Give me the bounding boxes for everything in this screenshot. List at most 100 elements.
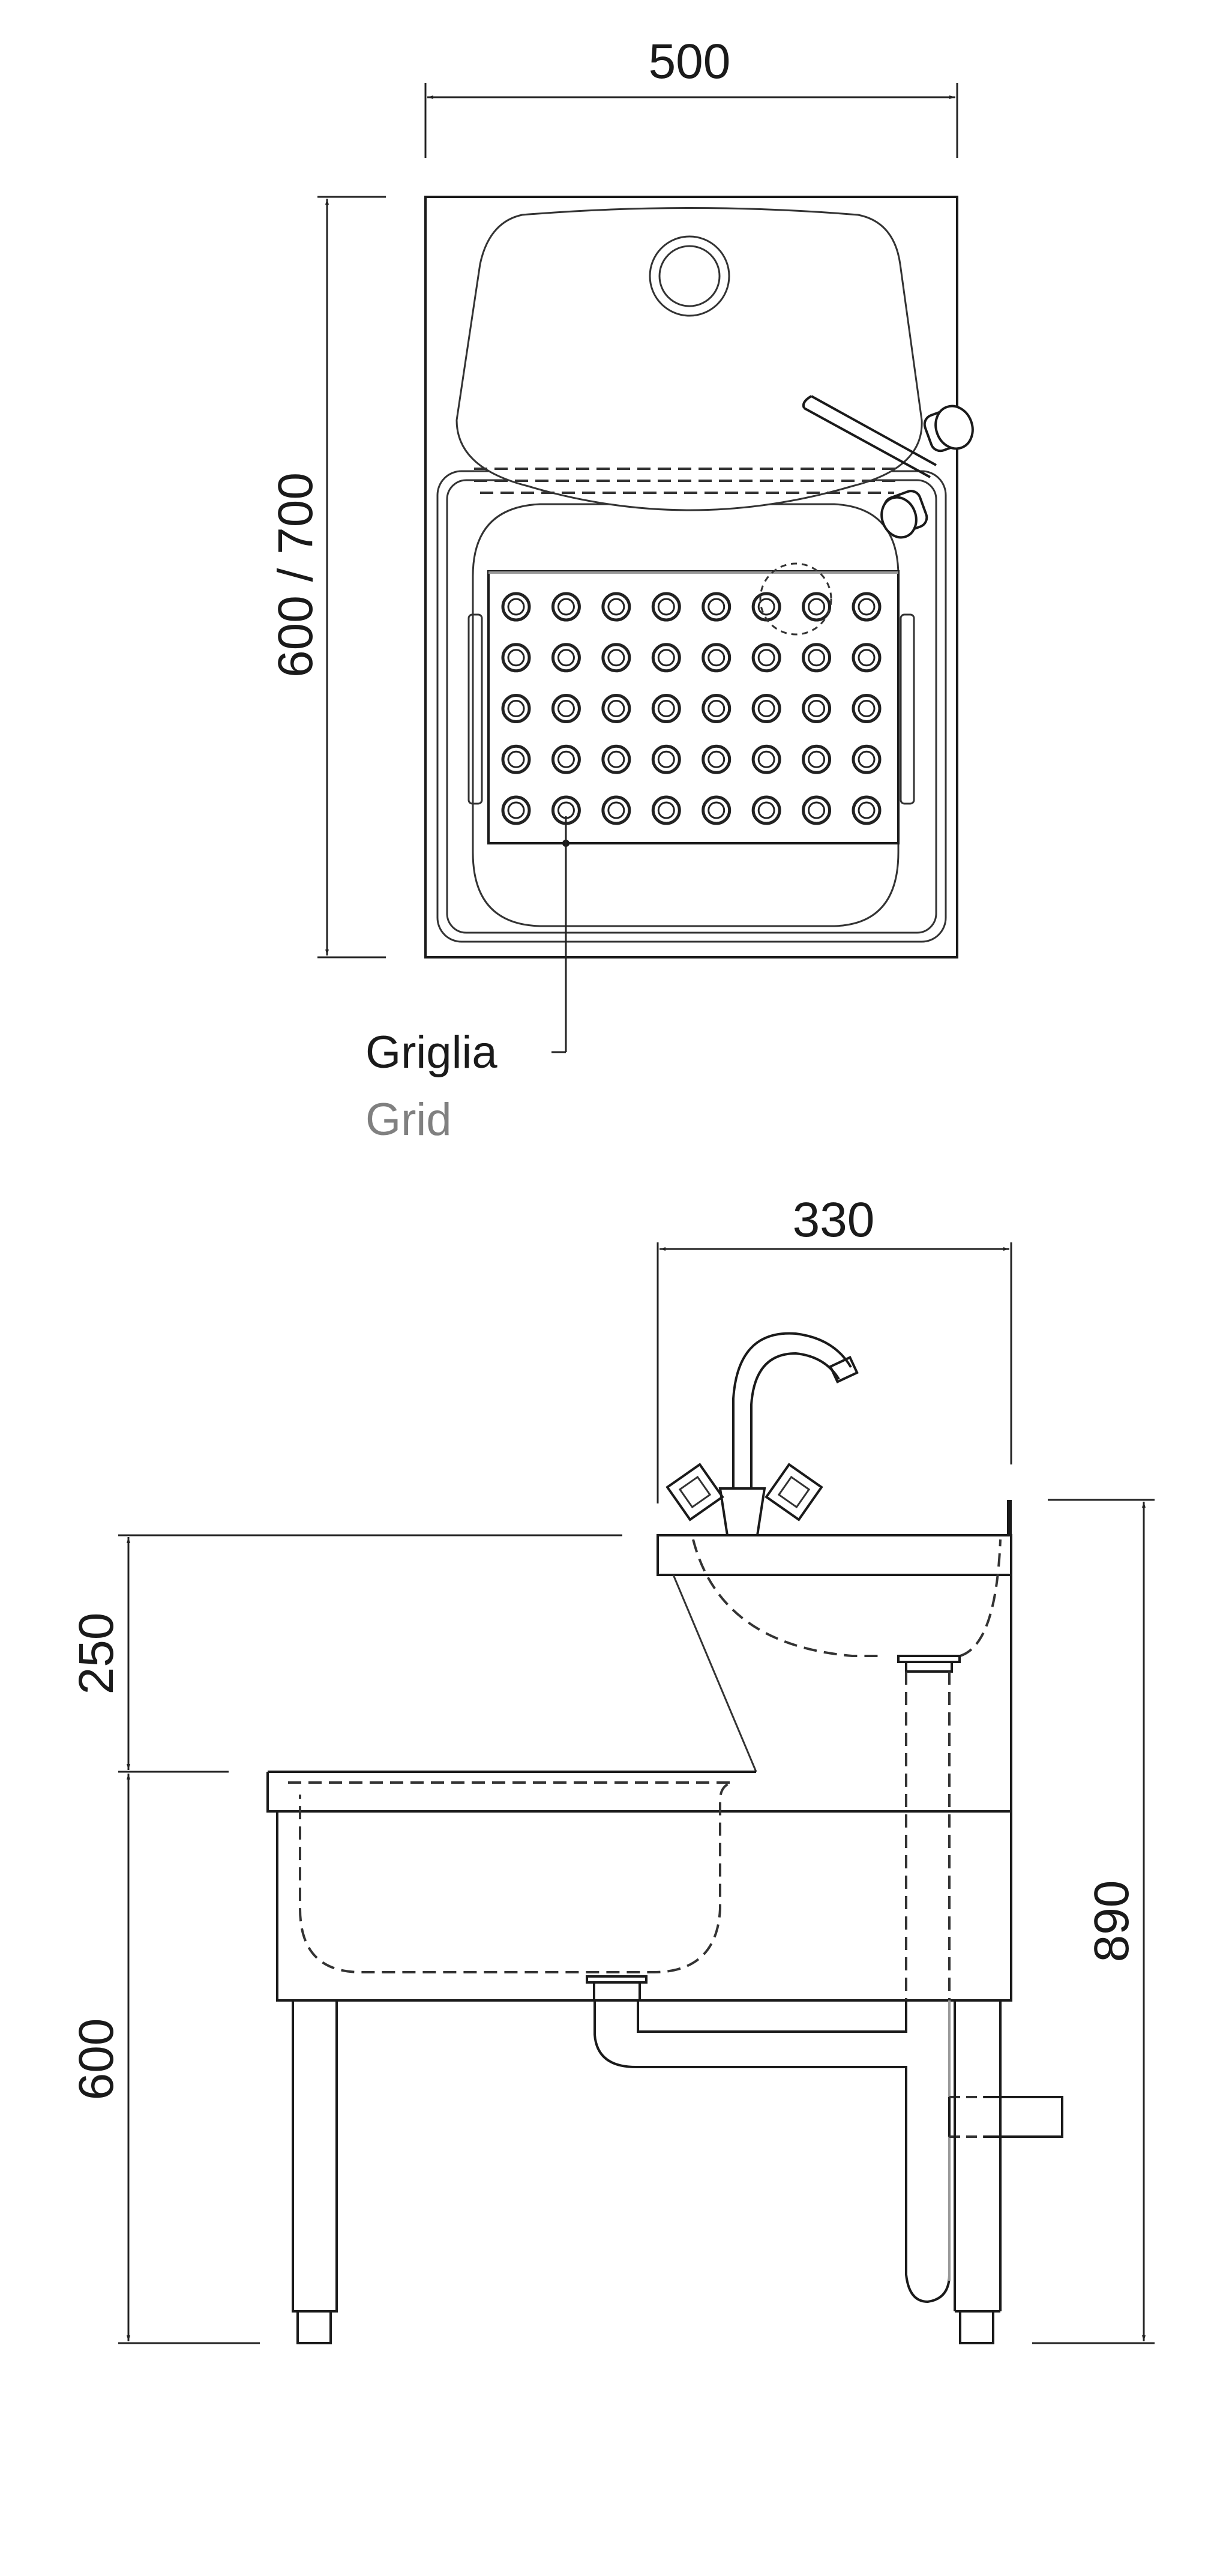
grid-hole: [852, 694, 882, 723]
grid-hole: [751, 694, 781, 723]
grid: [467, 562, 915, 844]
grid-hole: [557, 598, 575, 616]
grid-hole: [501, 694, 531, 723]
grid-hole: [607, 700, 625, 717]
water-inlet-stub: [984, 2096, 1063, 2138]
grid-hole: [557, 649, 575, 667]
grid-hole: [607, 801, 625, 819]
faucet-top-icon: [802, 395, 974, 539]
grid-hole: [757, 750, 775, 768]
grid-hole: [802, 643, 832, 673]
grid-hole: [601, 643, 631, 673]
grid-hole: [858, 598, 876, 616]
callout-label-en: Grid: [365, 1094, 452, 1145]
grid-hole: [651, 592, 681, 622]
depth-dimension-label: 600 / 700: [268, 472, 323, 678]
upper-basin-rim: [657, 1534, 1012, 1576]
grid-hole: [501, 744, 531, 774]
leg-left: [292, 1999, 338, 2313]
drain-inner-icon: [658, 245, 721, 307]
upper-basin-outline: [455, 207, 923, 511]
drain-position-dashed: [759, 562, 832, 636]
grid-hole: [708, 598, 726, 616]
grid-hole: [557, 700, 575, 717]
grid-hole: [858, 649, 876, 667]
grid-handle-left: [467, 613, 483, 805]
grid-hole: [708, 649, 726, 667]
side-view: 330 250 600 890: [69, 1193, 1155, 2344]
grid-hole: [507, 649, 525, 667]
grid-handle-right: [900, 613, 915, 805]
grid-hole: [657, 700, 675, 717]
grid-hole: [551, 592, 581, 622]
grid-hole: [702, 694, 732, 723]
grid-hole: [852, 592, 882, 622]
grid-hole: [702, 795, 732, 825]
grid-hole: [551, 643, 581, 673]
grid-hole: [808, 750, 826, 768]
upper-width-dimension: 330: [657, 1193, 1012, 1503]
lower-sink-rim: [266, 1575, 1012, 2000]
grid-hole: [852, 744, 882, 774]
grid-hole: [751, 643, 781, 673]
grid-hole: [551, 694, 581, 723]
grid-hole: [708, 700, 726, 717]
height-600-dimension: 600: [69, 1774, 260, 2344]
grid-hole: [808, 649, 826, 667]
callout-label-it: Griglia: [365, 1027, 497, 1078]
grid-hole: [507, 598, 525, 616]
grid-hole: [757, 801, 775, 819]
grid-hole: [601, 694, 631, 723]
grid-hole: [657, 750, 675, 768]
grid-hole: [507, 700, 525, 717]
grid-hole: [802, 744, 832, 774]
grid-hole: [651, 643, 681, 673]
faucet-side-icon: [666, 1332, 859, 1536]
grid-hole: [808, 598, 826, 616]
height-600-label: 600: [69, 2018, 124, 2101]
grid-hole: [601, 744, 631, 774]
grid-hole: [808, 801, 826, 819]
grid-hole: [858, 750, 876, 768]
grid-hole: [702, 592, 732, 622]
foot-right: [959, 2310, 994, 2344]
grid-hole: [607, 649, 625, 667]
grid-hole: [751, 744, 781, 774]
width-dimension: 500: [424, 34, 958, 158]
grid-hole: [802, 795, 832, 825]
grid-hole: [607, 598, 625, 616]
grid-hole: [651, 694, 681, 723]
grid-hole: [601, 795, 631, 825]
upper-width-label: 330: [793, 1193, 875, 1247]
grid-hole: [751, 795, 781, 825]
grid-hole: [858, 801, 876, 819]
grid-hole: [708, 750, 726, 768]
grid-hole: [802, 694, 832, 723]
width-dimension-label: 500: [649, 34, 731, 89]
basin-bowl: [472, 503, 900, 927]
grid-hole: [657, 649, 675, 667]
grid-hole: [651, 744, 681, 774]
grid-hole: [702, 643, 732, 673]
grid-hole: [757, 649, 775, 667]
depth-dimension: 600 / 700: [268, 196, 386, 958]
lower-sink-body: [276, 1810, 1012, 2002]
grid-hole: [802, 592, 832, 622]
grid-hole: [651, 795, 681, 825]
foot-left: [296, 2310, 332, 2344]
top-view: 500 600 / 700: [268, 34, 974, 1145]
height-890-label: 890: [1084, 1880, 1139, 1963]
leg-right: [954, 2000, 1002, 2313]
grid-hole: [551, 744, 581, 774]
grid-hole: [858, 700, 876, 717]
grid-callout: Griglia Grid: [365, 816, 569, 1145]
height-250-label: 250: [69, 1613, 124, 1695]
grid-hole: [757, 598, 775, 616]
grid-hole: [501, 592, 531, 622]
grid-hole: [501, 643, 531, 673]
grid-hole: [708, 801, 726, 819]
height-250-dimension: 250: [69, 1534, 622, 1773]
grid-hole: [601, 592, 631, 622]
